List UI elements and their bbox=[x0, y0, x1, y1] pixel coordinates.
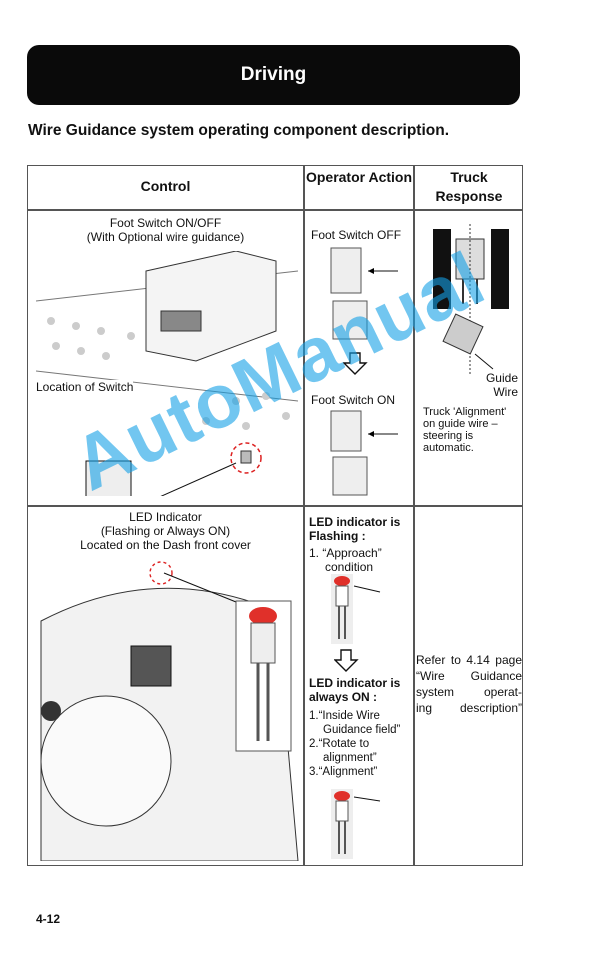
text-line: 2.“Rotate to bbox=[309, 738, 370, 750]
text-line: system operat- bbox=[416, 685, 522, 699]
led-flashing-icon bbox=[331, 574, 381, 644]
text-line: LED indicator is bbox=[309, 515, 401, 529]
divider bbox=[28, 209, 522, 211]
text-line: LED indicator is bbox=[309, 676, 401, 690]
text-line: steering is bbox=[423, 430, 474, 442]
text-line: Truck 'Alignment' bbox=[423, 406, 507, 418]
section-title: Driving bbox=[240, 64, 307, 85]
text-line: Refer to 4.14 page bbox=[416, 653, 522, 667]
text-line: Located on the Dash front cover bbox=[80, 538, 251, 552]
approach-item: 1. “Approach”condition bbox=[309, 546, 382, 574]
page-number: 4-12 bbox=[36, 912, 61, 926]
divider bbox=[303, 166, 305, 865]
text-line: always ON : bbox=[309, 690, 378, 704]
foot-switch-on-icon bbox=[330, 410, 398, 496]
down-arrow-icon bbox=[343, 352, 368, 375]
text-line: Foot Switch ON/OFF bbox=[109, 216, 222, 230]
divider bbox=[413, 166, 415, 865]
action-on-label: Foot Switch ON bbox=[311, 393, 396, 407]
text-line: automatic. bbox=[423, 442, 474, 454]
text-line: 3.“Alignment” bbox=[309, 766, 378, 778]
truck-guide-wire-illustration bbox=[433, 224, 509, 374]
text-line: alignment” bbox=[323, 752, 377, 764]
text-line: Guide bbox=[485, 371, 518, 385]
header-control: Control bbox=[140, 178, 191, 194]
foot-switch-off-icon bbox=[330, 247, 398, 340]
led-indicator-title: LED Indicator(Flashing or Always ON)Loca… bbox=[28, 510, 303, 552]
header-truck-response: Truck Response bbox=[435, 169, 503, 204]
down-arrow-icon bbox=[334, 649, 359, 672]
location-label: Location of Switch bbox=[36, 380, 134, 394]
component-table: Control Operator Action Truck Response F… bbox=[27, 165, 523, 866]
foot-switch-title: Foot Switch ON/OFF(With Optional wire gu… bbox=[28, 216, 303, 244]
text-line: condition bbox=[325, 560, 374, 574]
text-line: Wire bbox=[493, 385, 518, 399]
text-line: Guidance field” bbox=[323, 724, 401, 736]
text-line: (With Optional wire guidance) bbox=[86, 230, 245, 244]
text-line: Flashing : bbox=[309, 529, 366, 543]
text-line: LED Indicator bbox=[129, 510, 202, 524]
divider bbox=[28, 505, 522, 507]
section-banner: Driving bbox=[27, 45, 520, 105]
text-line: 1.“Inside Wire bbox=[309, 710, 380, 722]
page-subtitle: Wire Guidance system operating component… bbox=[28, 122, 450, 139]
led-response-text: Refer to 4.14 page “Wire Guidance system o… bbox=[416, 652, 522, 716]
led-on-icon bbox=[331, 789, 381, 859]
text-line: “Wire Guidance bbox=[416, 669, 522, 683]
text-line: on guide wire – bbox=[423, 418, 498, 430]
dashboard-illustration bbox=[40, 561, 299, 861]
text-line: (Flashing or Always ON) bbox=[100, 524, 231, 538]
text-line: ing description” bbox=[416, 701, 522, 715]
header-operator-action: Operator Action bbox=[305, 169, 413, 185]
action-off-label: Foot Switch OFF bbox=[311, 228, 402, 242]
text-line: 1. “Approach” bbox=[309, 546, 382, 560]
truck-response-text: Truck 'Alignment'on guide wire –steering… bbox=[423, 406, 506, 454]
floor-switch-illustration bbox=[36, 251, 298, 496]
